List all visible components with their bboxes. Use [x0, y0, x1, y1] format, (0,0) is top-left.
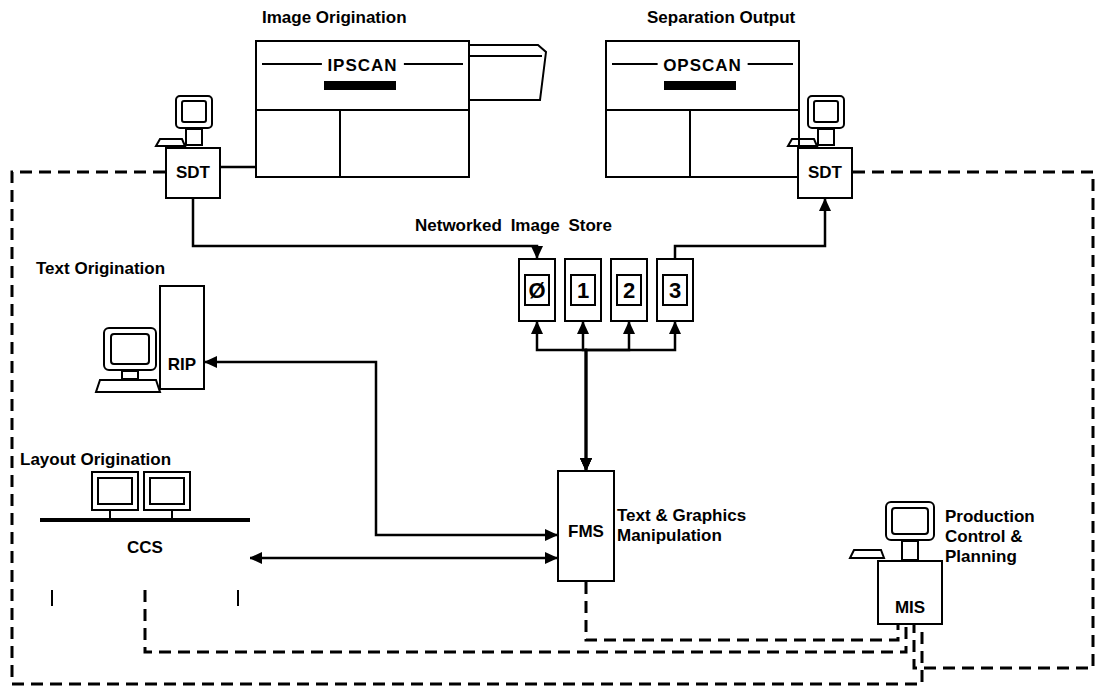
node-heading: Layout Origination — [20, 450, 220, 470]
scanner-box: Separation OutputOPSCAN — [605, 40, 800, 178]
node-heading: Image Origination — [262, 8, 462, 28]
node-label: 3 — [662, 274, 688, 306]
node-label: MIS — [879, 598, 941, 618]
terminal-box: SDT — [797, 147, 853, 199]
node-heading: Text & Graphics Manipulation — [617, 506, 767, 546]
rip-cabinet: Text OriginationRIP — [159, 285, 205, 390]
group-label: Networked Image Store — [415, 216, 612, 236]
data-link — [205, 362, 557, 535]
terminal-box: SDT — [165, 147, 221, 199]
scanner-box: Image OriginationIPSCAN — [255, 40, 470, 178]
data-link — [586, 322, 629, 470]
node-label: FMS — [559, 522, 613, 542]
disk-drive: 3 — [656, 258, 694, 322]
node-label: SDT — [799, 163, 851, 183]
node-label: Ø — [524, 274, 550, 306]
node-label: RIP — [161, 355, 203, 375]
data-link — [221, 166, 255, 169]
node-heading: Separation Output — [647, 8, 827, 28]
fms-cabinet: FMSText & Graphics Manipulation — [557, 470, 615, 582]
control-link — [586, 582, 898, 640]
node-label: SDT — [167, 163, 219, 183]
mis-cabinet: MISProduction Control & Planning — [877, 560, 943, 625]
data-link — [537, 322, 586, 470]
ccs-desk: Layout OriginationCCS — [40, 518, 250, 590]
disk-drive: 1 — [564, 258, 602, 322]
node-label: 1 — [570, 274, 596, 306]
node-heading: Text Origination — [36, 259, 216, 279]
control-link — [853, 172, 1093, 668]
control-link — [12, 172, 922, 684]
node-label: IPSCAN — [321, 56, 403, 76]
disk-drive: Ø — [518, 258, 556, 322]
control-link — [145, 590, 906, 652]
node-label: 2 — [616, 274, 642, 306]
data-link — [586, 322, 675, 470]
data-link — [250, 557, 557, 560]
node-label: OPSCAN — [657, 56, 748, 76]
data-link — [675, 199, 825, 258]
node-heading: Production Control & Planning — [945, 507, 1050, 567]
disk-drive: 2 — [610, 258, 648, 322]
node-label: CCS — [40, 538, 250, 558]
